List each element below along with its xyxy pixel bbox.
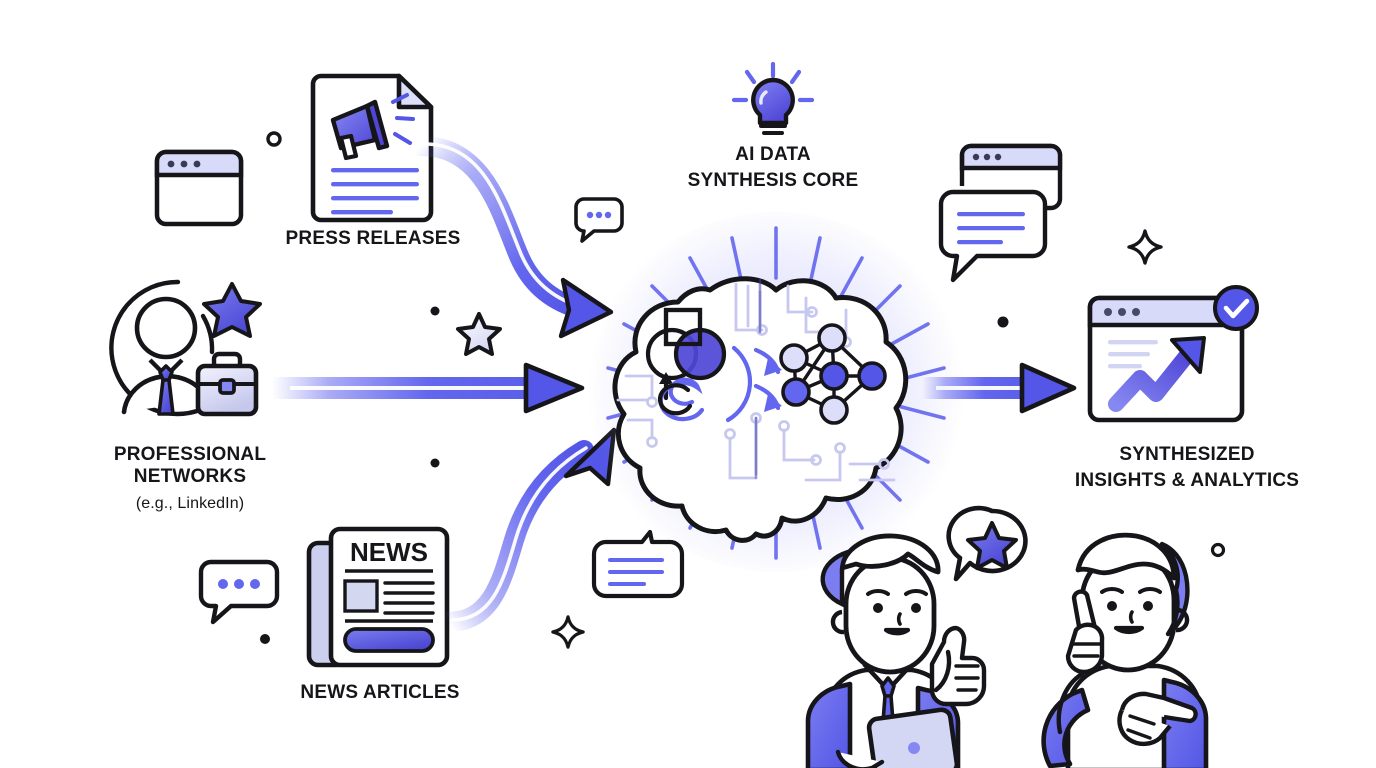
source-label-news-articles: NEWS ARTICLES — [300, 682, 460, 703]
dot-icon — [430, 458, 440, 468]
sparkle-icon — [1127, 229, 1163, 265]
sparkle-icon — [551, 615, 585, 649]
newspaper-icon: NEWS — [306, 526, 450, 668]
ring-dot-icon — [266, 131, 282, 147]
person-pointing-icon — [1041, 532, 1209, 768]
speech-bubble-star-icon — [946, 505, 1028, 582]
document-megaphone-icon — [310, 73, 434, 223]
source-sublabel-professional-networks: (e.g., LinkedIn) — [135, 495, 245, 512]
source-label-professional-networks: PROFESSIONAL NETWORKS — [113, 444, 267, 488]
dot-icon — [430, 306, 440, 316]
core-label-line1: AI DATA — [735, 144, 811, 165]
arrow-news-to-core — [438, 427, 617, 632]
lightbulb-icon — [731, 61, 815, 135]
analytics-window-icon — [1087, 285, 1259, 423]
arrow-press-to-core — [411, 136, 614, 339]
arrowhead — [563, 427, 617, 487]
arrow-networks-to-core — [272, 362, 585, 414]
newspaper-masthead: NEWS — [350, 537, 428, 567]
arrowhead — [558, 277, 614, 339]
dot-icon — [997, 316, 1009, 328]
chat-bubble-dots-icon — [574, 197, 624, 243]
star-icon — [202, 282, 262, 338]
source-label-press-releases: PRESS RELEASES — [285, 228, 461, 249]
dot-icon — [260, 634, 270, 644]
person-tablet-thumbsup-icon — [805, 533, 987, 768]
trend-arrowhead — [1170, 336, 1206, 374]
business-person-briefcase-icon — [109, 279, 262, 417]
arrow-core-to-output — [922, 362, 1077, 414]
core-label-line2: SYNTHESIS CORE — [687, 170, 859, 191]
chat-bubble-dots-icon — [198, 559, 280, 625]
check-badge-icon — [1213, 285, 1259, 331]
brain-circuit-icon — [612, 276, 909, 543]
chat-bubble-lines-icon — [938, 189, 1048, 283]
chat-bubble-lines-icon — [591, 529, 685, 599]
ring-dot-icon — [1210, 542, 1226, 558]
arrowhead — [523, 362, 585, 414]
browser-window-icon — [154, 149, 244, 227]
arrowhead — [1019, 362, 1077, 414]
output-label-line1: SYNTHESIZED — [1119, 444, 1255, 465]
output-label-line2: INSIGHTS & ANALYTICS — [1074, 470, 1300, 491]
star-icon — [456, 312, 502, 356]
neural-network-icon — [779, 323, 887, 425]
